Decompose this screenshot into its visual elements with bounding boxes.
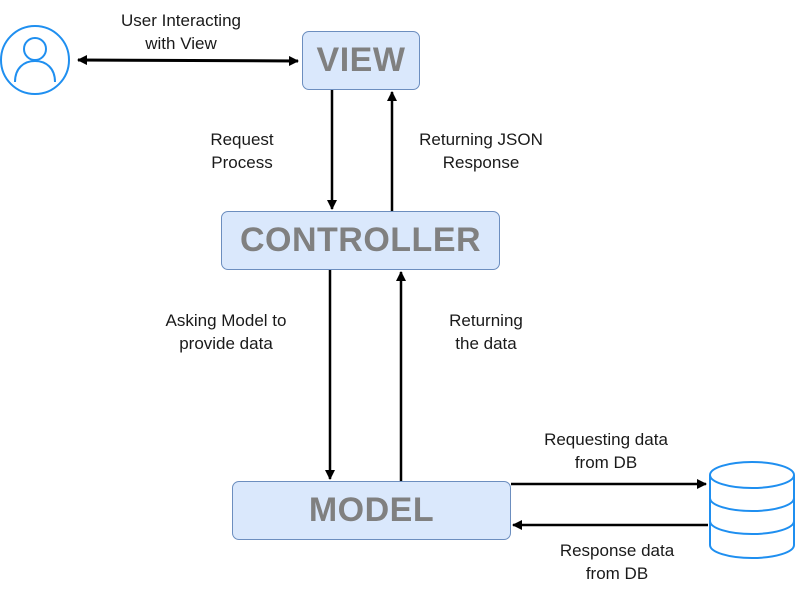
controller-node-label: CONTROLLER (239, 221, 482, 259)
model-node-label: MODEL (308, 491, 435, 529)
label-user-view: User Interacting with View (121, 11, 241, 53)
label-response-db: Response data from DB (559, 541, 675, 583)
model-node: MODEL (232, 481, 511, 540)
label-returning-data: Returning the data (449, 311, 523, 353)
label-request-process: Request Process (210, 130, 274, 172)
controller-node: CONTROLLER (221, 211, 500, 270)
database-icon (709, 461, 795, 559)
label-requesting-db: Requesting data from DB (544, 430, 668, 472)
edge-user-view (77, 55, 299, 66)
view-node: VIEW (302, 31, 420, 90)
user-icon (0, 25, 70, 95)
view-node-label: VIEW (316, 41, 406, 79)
label-asking-model: Asking Model to provide data (165, 311, 287, 353)
label-returning-json: Returning JSON Response (419, 130, 543, 172)
